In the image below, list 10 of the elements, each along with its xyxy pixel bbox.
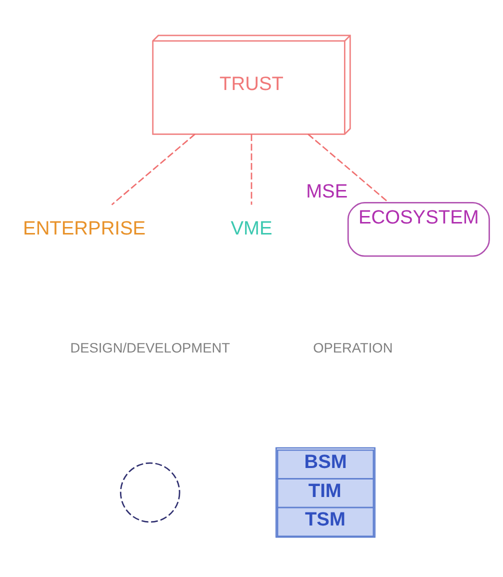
label: OPERATION: [313, 340, 393, 356]
node-label: MSE: [306, 180, 348, 202]
node-text: VME: [230, 218, 272, 239]
node-text: ENTERPRISE: [23, 218, 146, 239]
node-box: ECOSYSTEM: [347, 201, 490, 256]
connector: [308, 133, 389, 202]
node-circle: [120, 462, 180, 522]
connector: [250, 134, 252, 204]
label: DESIGN/DEVELOPMENT: [70, 340, 230, 356]
connector: [111, 133, 196, 205]
